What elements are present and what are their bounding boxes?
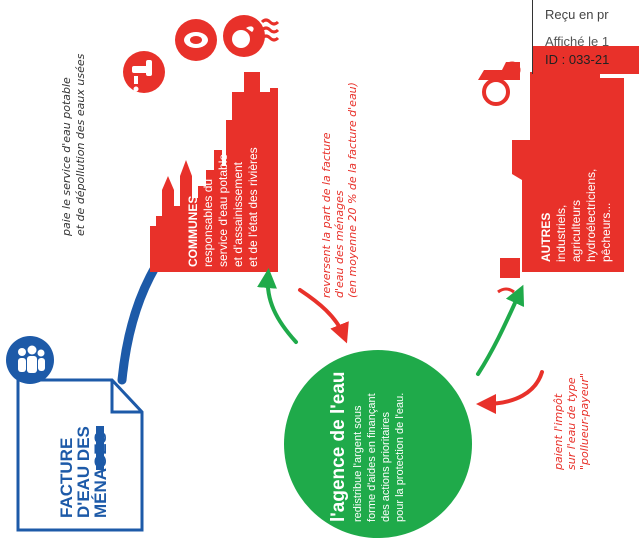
agence-line-3: des actions prioritaires bbox=[380, 411, 392, 522]
svg-text:FACTURE D'EAU DES: FACTURE D'EAU DES MÉNAGES bbox=[57, 421, 110, 518]
people-icon bbox=[6, 336, 54, 384]
green-arrow-to-autres bbox=[476, 284, 525, 376]
facture-document: FACTURE D'EAU DES MÉNAGES bbox=[16, 378, 144, 532]
svg-text:paient l'impôt sur l'eau d: paient l'impôt sur l'eau de type "pollue… bbox=[552, 373, 591, 471]
communes-line-2: service d'eau potable bbox=[216, 154, 230, 267]
autres-line-3: hydroélectriciens, bbox=[584, 169, 598, 262]
autres-line-1: industriels, bbox=[554, 205, 568, 262]
paient-label-1: paient l'impôt bbox=[552, 393, 565, 471]
svg-text:AUTRES industriels, ag: AUTRES industriels, agriculteurs hydroél… bbox=[539, 165, 613, 262]
stamp-line-2: Affiché le 1 bbox=[545, 34, 610, 49]
facture-line-1: FACTURE bbox=[57, 438, 76, 518]
blue-arrow-label-2: et de dépollution des eaux usées bbox=[74, 53, 87, 236]
svg-text:l'agence de l'eau redistri: l'agence de l'eau redistribue l'argent s… bbox=[328, 367, 406, 522]
facture-bar bbox=[96, 426, 104, 470]
communes-line-3: et d'assainissement bbox=[231, 161, 245, 267]
reversent-label-2: d'eau des ménages bbox=[333, 190, 346, 298]
green-arrow-to-communes bbox=[257, 268, 298, 344]
agence-circle bbox=[284, 350, 472, 538]
stamp-line-3: ID : 033-21 bbox=[533, 46, 639, 74]
facture-line-3: MÉNAGES bbox=[91, 432, 110, 518]
stamp-line-1: Reçu en pr bbox=[545, 7, 609, 22]
red-arrow-from-autres bbox=[476, 370, 544, 414]
factory-icon bbox=[497, 258, 520, 294]
communes-line-1: responsables du bbox=[201, 179, 215, 267]
agence-line-4: pour la protection de l'eau. bbox=[394, 393, 406, 522]
red-arrow-to-agence bbox=[298, 288, 349, 344]
tractor-icon bbox=[478, 61, 521, 106]
paient-label-2: sur l'eau de type bbox=[565, 377, 578, 470]
reversent-label-1: reversent la part de la facture bbox=[320, 132, 333, 298]
agence-line-2: forme d'aides en finançant bbox=[366, 393, 378, 522]
reception-stamp: Reçu en pr Affiché le 1 ID : 033-21 bbox=[532, 0, 639, 74]
facture-line-2: D'EAU DES bbox=[74, 426, 93, 518]
autres-line-2: agriculteurs bbox=[569, 200, 583, 262]
autres-line-4: pêcheurs... bbox=[599, 203, 613, 262]
blue-arrow-label-1: paie le service d'eau potable bbox=[60, 77, 73, 237]
communes-block bbox=[150, 72, 278, 272]
communes-title: COMMUNES bbox=[186, 196, 200, 267]
communes-line-4: et de l'état des rivières bbox=[246, 147, 260, 267]
waves-icon bbox=[260, 18, 280, 42]
svg-text:paie le service d'eau potable: paie le service d'eau potable et de dépo… bbox=[60, 53, 87, 237]
paient-label-3: "pollueur-payeur" bbox=[578, 373, 591, 470]
tap-icon bbox=[123, 51, 165, 93]
reversent-label-3: (en moyenne 20 % de la facture d'eau) bbox=[346, 82, 359, 298]
food-icon bbox=[175, 19, 217, 61]
autres-title: AUTRES bbox=[539, 213, 553, 262]
svg-text:reversent la part de la factur: reversent la part de la facture d'eau de… bbox=[320, 82, 359, 298]
agence-line-1: redistribue l'argent sous bbox=[352, 405, 364, 522]
svg-text:COMMUNES responsables du: COMMUNES responsables du service d'eau p… bbox=[186, 147, 260, 267]
autres-block bbox=[512, 60, 624, 272]
agence-title: l'agence de l'eau bbox=[328, 371, 349, 522]
apple-icon bbox=[223, 15, 265, 57]
